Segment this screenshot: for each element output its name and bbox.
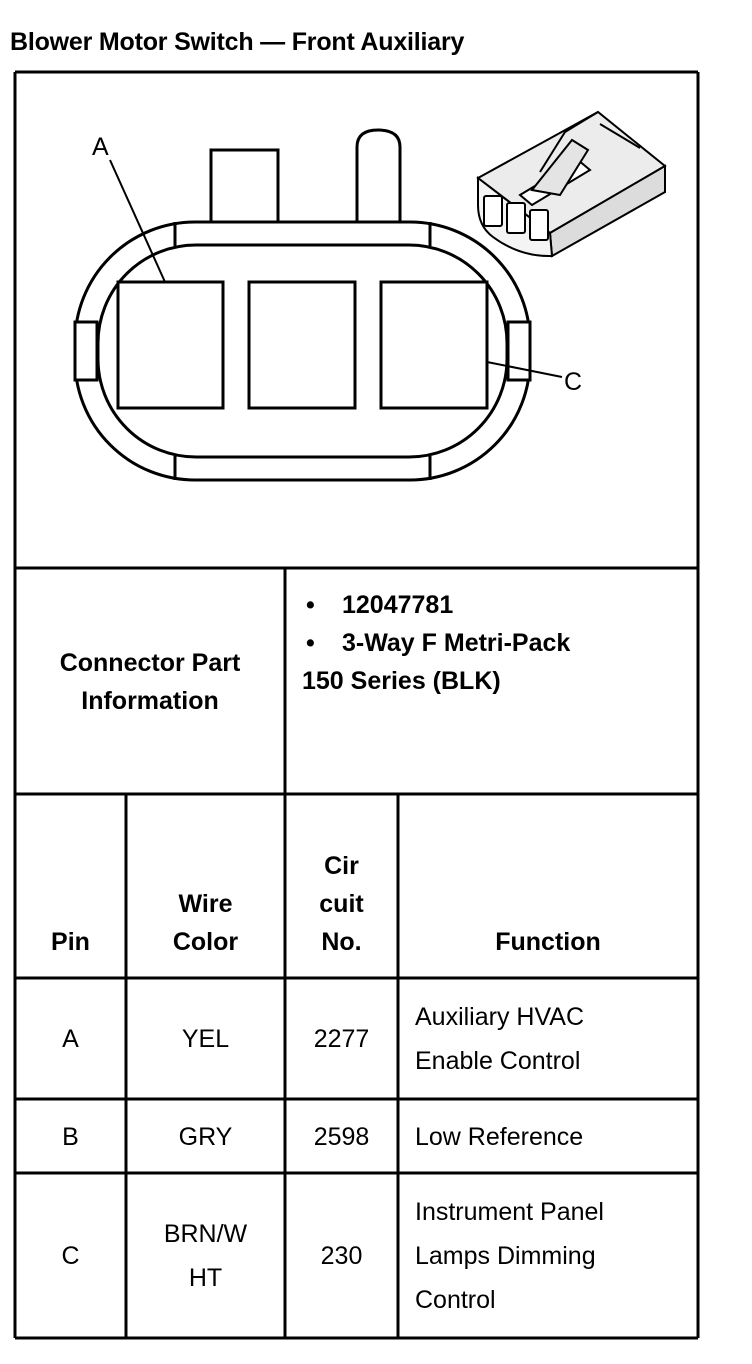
function-line: Low Reference <box>415 1122 584 1151</box>
table-row-c-circuit: 230 <box>286 1175 397 1337</box>
header-function-text: Function <box>495 928 601 956</box>
wire-color-value: GRY <box>178 1122 233 1151</box>
connector-type: 3-Way F Metri-Pack <box>342 629 571 657</box>
header-pin-text: Pin <box>51 928 90 956</box>
header-circuit-text-2: cuit <box>319 890 364 918</box>
wire-color-line: BRN/W <box>163 1220 248 1248</box>
table-row-b-circuit: 2598 <box>286 1101 397 1172</box>
function-line: Lamps Dimming <box>415 1242 596 1270</box>
table-row-a-function: Auxiliary HVAC Enable Control <box>415 980 697 1098</box>
connector-part-info-value: • 12047781 • 3-Way F Metri-Pack 150 Seri… <box>302 586 570 700</box>
header-circuit-text-1: Cir <box>324 852 359 880</box>
function-line: Auxiliary HVAC <box>415 1003 585 1031</box>
function-line: Enable Control <box>415 1047 581 1075</box>
cavity-a <box>116 280 225 410</box>
bullet-item: • 3-Way F Metri-Pack <box>302 624 570 662</box>
header-wire-text-2: Color <box>172 928 239 956</box>
connector-part-info-label: Connector Part Information <box>16 570 284 793</box>
cavity-b <box>247 280 357 410</box>
cavity-label-a: A <box>92 133 109 161</box>
header-function: Function <box>399 796 697 977</box>
header-wire-text-1: Wire <box>178 890 233 918</box>
pin-value: C <box>61 1242 80 1270</box>
table-row-c-pin: C <box>16 1175 125 1337</box>
cavity-label-c: C <box>564 368 582 396</box>
table-row-b-pin: B <box>16 1101 125 1172</box>
pin-value: B <box>62 1122 79 1151</box>
table-row-b-wire-color: GRY <box>127 1101 284 1172</box>
part-number: 12047781 <box>342 591 454 619</box>
header-circuit-no: Cir cuit No. <box>286 796 397 977</box>
wire-color-line: HT <box>188 1264 223 1292</box>
wire-color-value: YEL <box>181 1025 230 1053</box>
table-row-c-function: Instrument Panel Lamps Dimming Control <box>415 1175 697 1337</box>
header-pin: Pin <box>16 796 125 977</box>
table-row-a-circuit: 2277 <box>286 980 397 1098</box>
page-title: Blower Motor Switch — Front Auxiliary <box>10 28 465 56</box>
table-row-a-pin: A <box>16 980 125 1098</box>
function-line: Instrument Panel <box>415 1198 604 1226</box>
connector-series: 150 Series (BLK) <box>302 667 501 695</box>
table-row-a-wire-color: YEL <box>127 980 284 1098</box>
table-row-c-wire-color: BRN/W HT <box>127 1175 284 1337</box>
circuit-value: 2277 <box>313 1025 370 1053</box>
pin-value: A <box>62 1025 79 1053</box>
connector-label-line2: Information <box>81 686 219 715</box>
header-wire-color: Wire Color <box>127 796 284 977</box>
connector-3d-illustration <box>476 110 667 258</box>
bullet-icon: • <box>306 591 315 619</box>
cavity-c <box>379 280 489 410</box>
bullet-item: • 12047781 <box>302 586 570 624</box>
header-circuit-text-3: No. <box>321 928 362 956</box>
function-line: Control <box>415 1286 496 1314</box>
connector-face-illustration <box>73 128 563 482</box>
circuit-value: 2598 <box>313 1122 370 1151</box>
bullet-icon: • <box>306 629 315 657</box>
connector-label-line1: Connector Part <box>59 648 241 677</box>
circuit-value: 230 <box>320 1242 363 1270</box>
table-row-b-function: Low Reference <box>415 1101 697 1172</box>
